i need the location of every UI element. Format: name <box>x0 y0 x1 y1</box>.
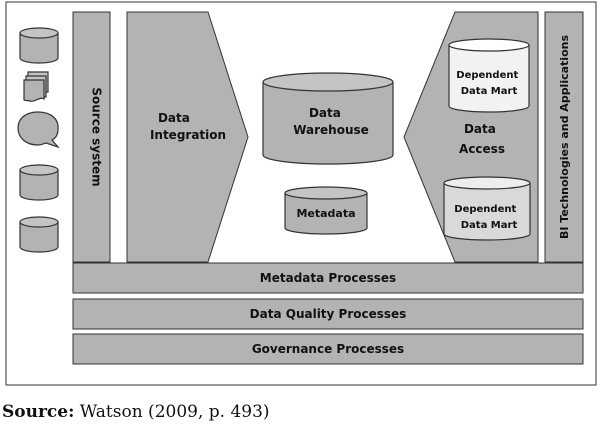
source-system-box <box>72 11 111 263</box>
data-integration-label: Data Integration <box>150 111 226 142</box>
metadata-processes-label: Metadata Processes <box>260 271 396 285</box>
source-caption-text: Watson (2009, p. 493) <box>79 402 270 422</box>
data-warehouse-label: Data Warehouse <box>293 106 369 137</box>
governance-processes-bar <box>72 333 584 365</box>
data-integration-arrow <box>126 11 249 263</box>
bi-technologies-box <box>544 11 584 263</box>
source-documents-icon <box>23 71 49 102</box>
data-quality-processes-bar <box>72 298 584 330</box>
governance-processes-label: Governance Processes <box>252 342 404 356</box>
metadata-cylinder <box>284 186 368 235</box>
dependent-data-mart-cylinder-2 <box>443 176 531 241</box>
metadata-label: Metadata <box>296 207 355 220</box>
source-caption-label: Source: <box>2 402 75 422</box>
dependent-data-mart-cylinder-1 <box>448 38 530 113</box>
bi-technologies-label: BI Technologies and Applications <box>558 35 571 239</box>
source-caption: Source: Watson (2009, p. 493) <box>2 402 270 422</box>
dependent-data-mart-label-1: Dependent Data Mart <box>456 70 521 97</box>
metadata-processes-bar <box>72 262 584 294</box>
data-access-label: Data Access <box>459 122 505 156</box>
source-system-label: Source system <box>90 87 104 186</box>
data-quality-processes-label: Data Quality Processes <box>250 307 407 321</box>
source-database-icon-2 <box>19 164 59 201</box>
data-warehouse-cylinder <box>262 72 394 165</box>
source-speech-bubble-icon <box>17 111 60 149</box>
source-database-icon-3 <box>19 216 59 253</box>
dependent-data-mart-label-2: Dependent Data Mart <box>454 204 519 231</box>
source-database-icon-1 <box>19 27 59 64</box>
